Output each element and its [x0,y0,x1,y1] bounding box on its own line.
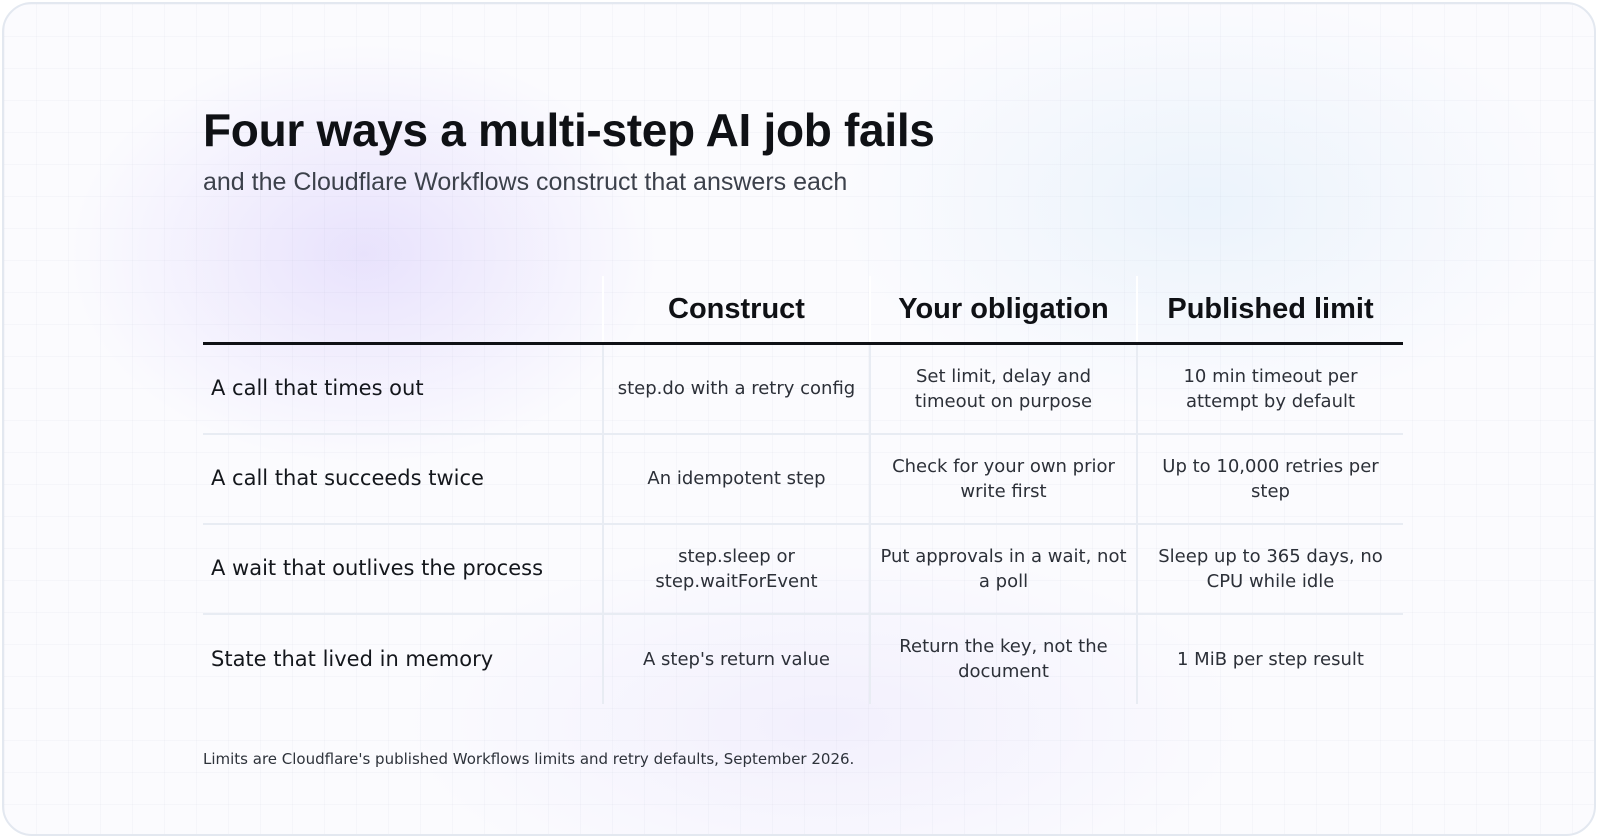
failure-cell: A call that times out [203,343,603,435]
table-row: State that lived in memory A step's retu… [203,613,1403,704]
failure-modes-table: Construct Your obligation Published limi… [203,276,1403,704]
column-header-obligation: Your obligation [869,276,1137,345]
construct-cell: A step's return value [602,613,870,704]
limit-cell: Up to 10,000 retries per step [1136,433,1403,525]
table-row: A wait that outlives the process step.sl… [203,523,1403,615]
failure-cell: State that lived in memory [211,646,494,671]
page-subtitle: and the Cloudflare Workflows construct t… [203,168,848,196]
table-row: A call that succeeds twice An idempotent… [203,433,1403,525]
page-title: Four ways a multi-step AI job fails [203,104,935,156]
construct-cell: step.do with a retry config [602,343,870,435]
obligation-cell: Check for your own prior write first [869,433,1137,525]
footnote: Limits are Cloudflare's published Workfl… [203,750,855,768]
column-header-construct: Construct [602,276,870,345]
limit-cell: Sleep up to 365 days, no CPU while idle [1136,523,1403,615]
table-row: A call that times out step.do with a ret… [203,343,1403,435]
obligation-cell: Return the key, not the document [869,613,1137,704]
failure-cell: A wait that outlives the process [203,523,603,615]
failure-cell: A call that succeeds twice [203,433,603,525]
construct-cell: An idempotent step [602,433,870,525]
table-header-row: Construct Your obligation Published limi… [203,276,1403,345]
limit-cell: 1 MiB per step result [1136,613,1403,704]
column-header-failure [203,276,603,345]
obligation-cell: Put approvals in a wait, not a poll [869,523,1137,615]
limit-cell: 10 min timeout per attempt by default [1136,343,1403,435]
obligation-cell: Set limit, delay and timeout on purpose [869,343,1137,435]
construct-cell: step.sleep or step.waitForEvent [602,523,870,615]
column-header-limit: Published limit [1136,276,1403,345]
